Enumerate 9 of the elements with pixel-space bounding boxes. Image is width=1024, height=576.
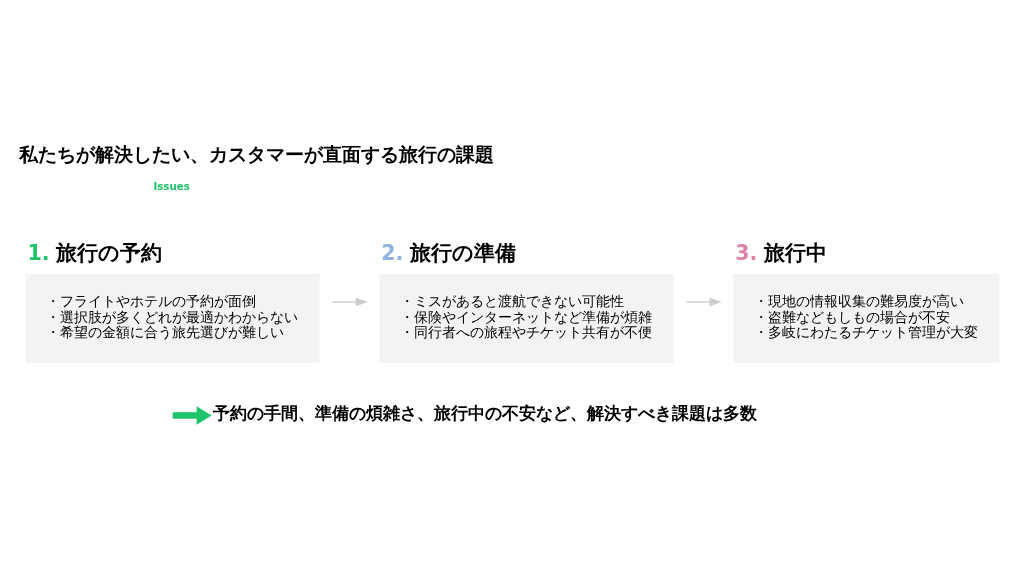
diagram-title: 私たちが解決したい、カスタマーが直面する旅行の課題 (19, 144, 495, 166)
node-label: 1. 旅行の予約 (27, 240, 163, 265)
arrow (685, 297, 722, 307)
label: Issues (153, 180, 190, 193)
arrow (172, 406, 212, 425)
node-text: 予約の手間、準備の煩雑さ、旅行中の不安など、解決すべき課題は多数 (213, 402, 758, 423)
arrow (331, 297, 368, 307)
node-label: 2. 旅行の準備 (381, 240, 517, 265)
node-label: 3. 旅行中 (735, 240, 828, 265)
